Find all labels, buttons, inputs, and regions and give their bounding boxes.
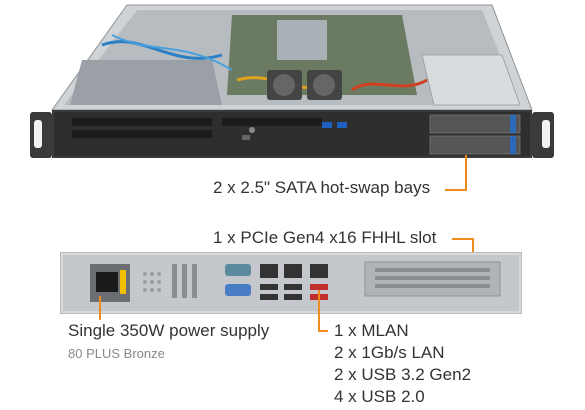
sata-callout-line-h — [445, 189, 467, 191]
ports-list: 1 x MLAN 2 x 1Gb/s LAN 2 x USB 3.2 Gen2 … — [334, 320, 471, 408]
port-item: 1 x MLAN — [334, 321, 409, 340]
ports-callout-line-v — [318, 290, 320, 332]
server-rear-image — [60, 252, 522, 314]
psu-callout-line — [99, 296, 101, 320]
sata-bays-label: 2 x 2.5" SATA hot-swap bays — [213, 178, 431, 197]
power-supply-label: Single 350W power supply — [68, 321, 270, 340]
sata-callout-line-v — [465, 155, 467, 191]
pcie-slot-label: 1 x PCIe Gen4 x16 FHHL slot — [213, 228, 437, 247]
power-rating-label: 80 PLUS Bronze — [68, 346, 165, 361]
ports-callout-line-h — [318, 330, 328, 332]
port-item: 2 x USB 3.2 Gen2 — [334, 365, 472, 384]
pcie-callout-line-h — [452, 238, 474, 240]
port-item: 2 x 1Gb/s LAN — [334, 343, 445, 362]
port-item: 4 x USB 2.0 — [334, 387, 425, 406]
server-front-image — [30, 4, 554, 158]
